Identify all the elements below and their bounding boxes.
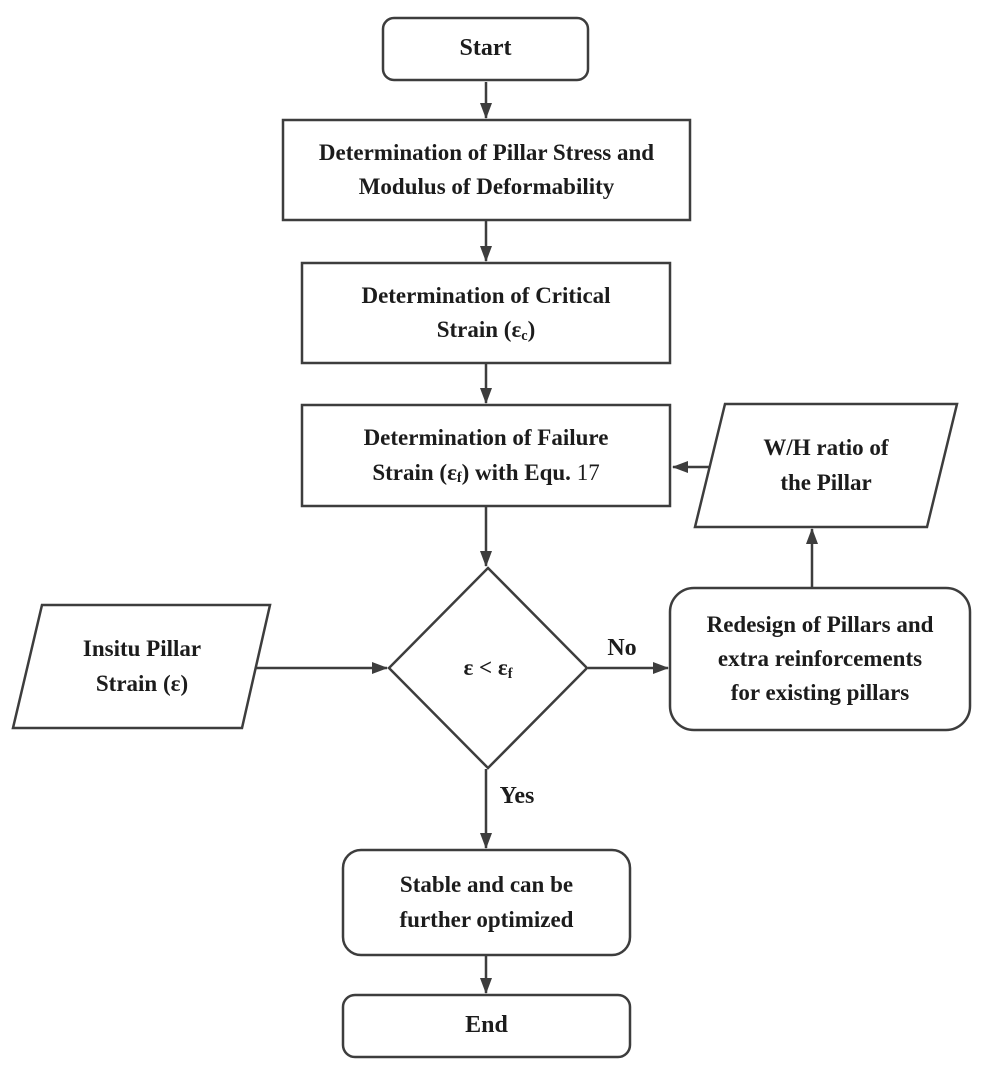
stable-node-label: Stable and can be further optimized bbox=[399, 872, 574, 932]
pillar-stress-node-shape bbox=[281, 118, 692, 222]
start-node-shape bbox=[381, 16, 590, 82]
start-node-label: Start bbox=[459, 35, 512, 62]
edge-label-no: No bbox=[607, 634, 637, 661]
wh-ratio-node-shape bbox=[693, 402, 959, 529]
stable-node-shape bbox=[341, 848, 632, 957]
end-node-label: End bbox=[465, 1012, 508, 1039]
insitu-strain-node-shape bbox=[11, 603, 272, 730]
decision-node-label: ε < εf bbox=[463, 654, 513, 682]
failure-strain-node-shape bbox=[300, 403, 672, 508]
redesign-node-shape bbox=[668, 586, 972, 732]
critical-strain-node-label: Determination of Critical Strain (εc) bbox=[361, 282, 611, 344]
end-node-shape bbox=[341, 993, 632, 1059]
critical-strain-node-shape bbox=[300, 261, 672, 365]
wh-ratio-node-label: W/H ratio of the Pillar bbox=[763, 435, 889, 495]
insitu-strain-node-label: Insitu Pillar Strain (ε) bbox=[82, 636, 202, 696]
failure-strain-node-label: Determination of Failure Strain (εf) wit… bbox=[363, 425, 609, 487]
redesign-node-label: Redesign of Pillars and extra reinforcem… bbox=[706, 611, 934, 706]
decision-node-shape bbox=[387, 566, 589, 770]
edge-label-yes: Yes bbox=[499, 782, 535, 809]
pillar-stress-node-label: Determination of Pillar Stress and Modul… bbox=[318, 139, 655, 199]
